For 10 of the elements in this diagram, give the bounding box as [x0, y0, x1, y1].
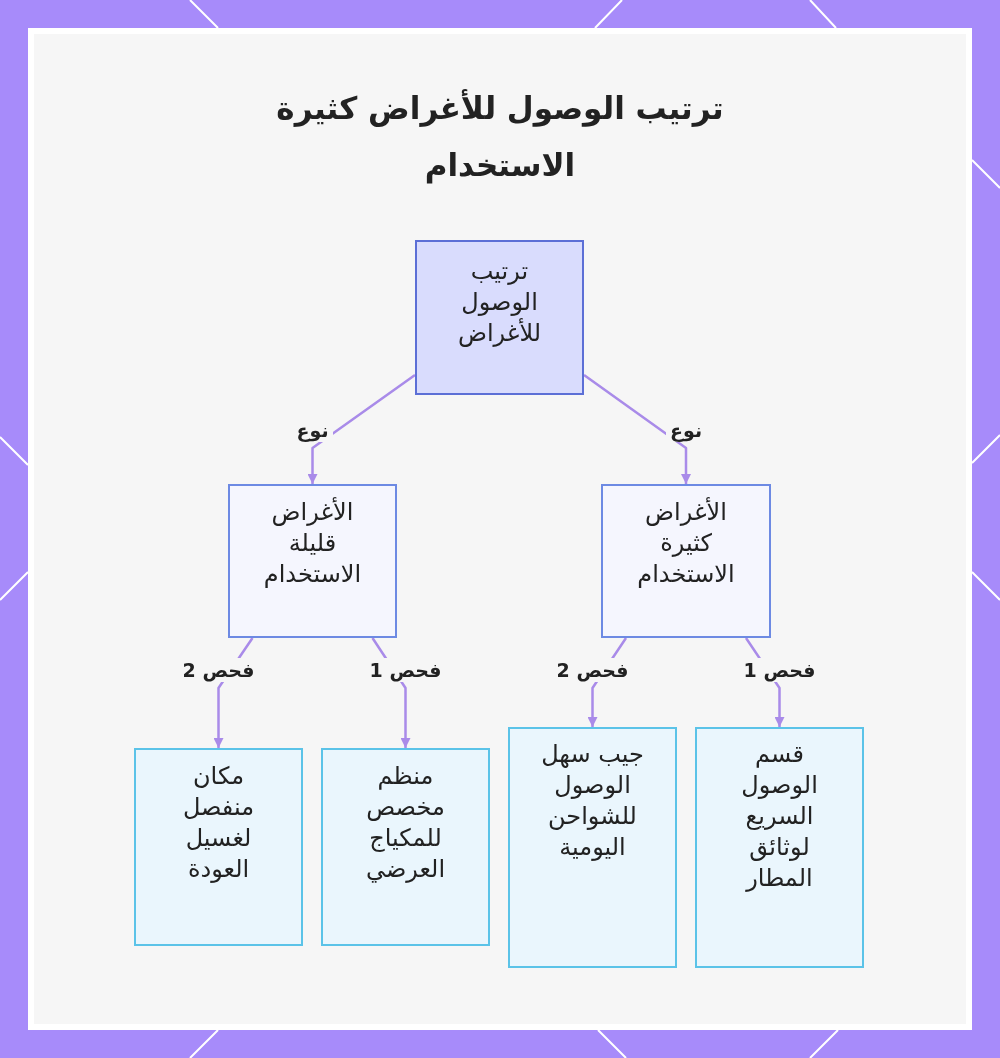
branch-box: الأغراض قليلة الاستخدام — [228, 484, 397, 638]
arrow — [307, 374, 416, 484]
leaf-box: مكان منفصل لغسيل العودة — [134, 748, 303, 946]
root-box: ترتيب الوصول للأغراض — [415, 240, 584, 395]
leaf-box: منظم مخصص للمكياج العرضي — [321, 748, 490, 946]
title: ترتيب الوصول للأغراض كثيرة الاستخدام — [275, 88, 725, 186]
leaf-box: جيب سهل الوصول للشواحن اليومية — [508, 727, 677, 968]
arrow — [583, 374, 691, 484]
branch-box: الأغراض كثيرة الاستخدام — [601, 484, 771, 638]
leaf-box: قسم الوصول السريع لوثائق المطار — [695, 727, 864, 968]
